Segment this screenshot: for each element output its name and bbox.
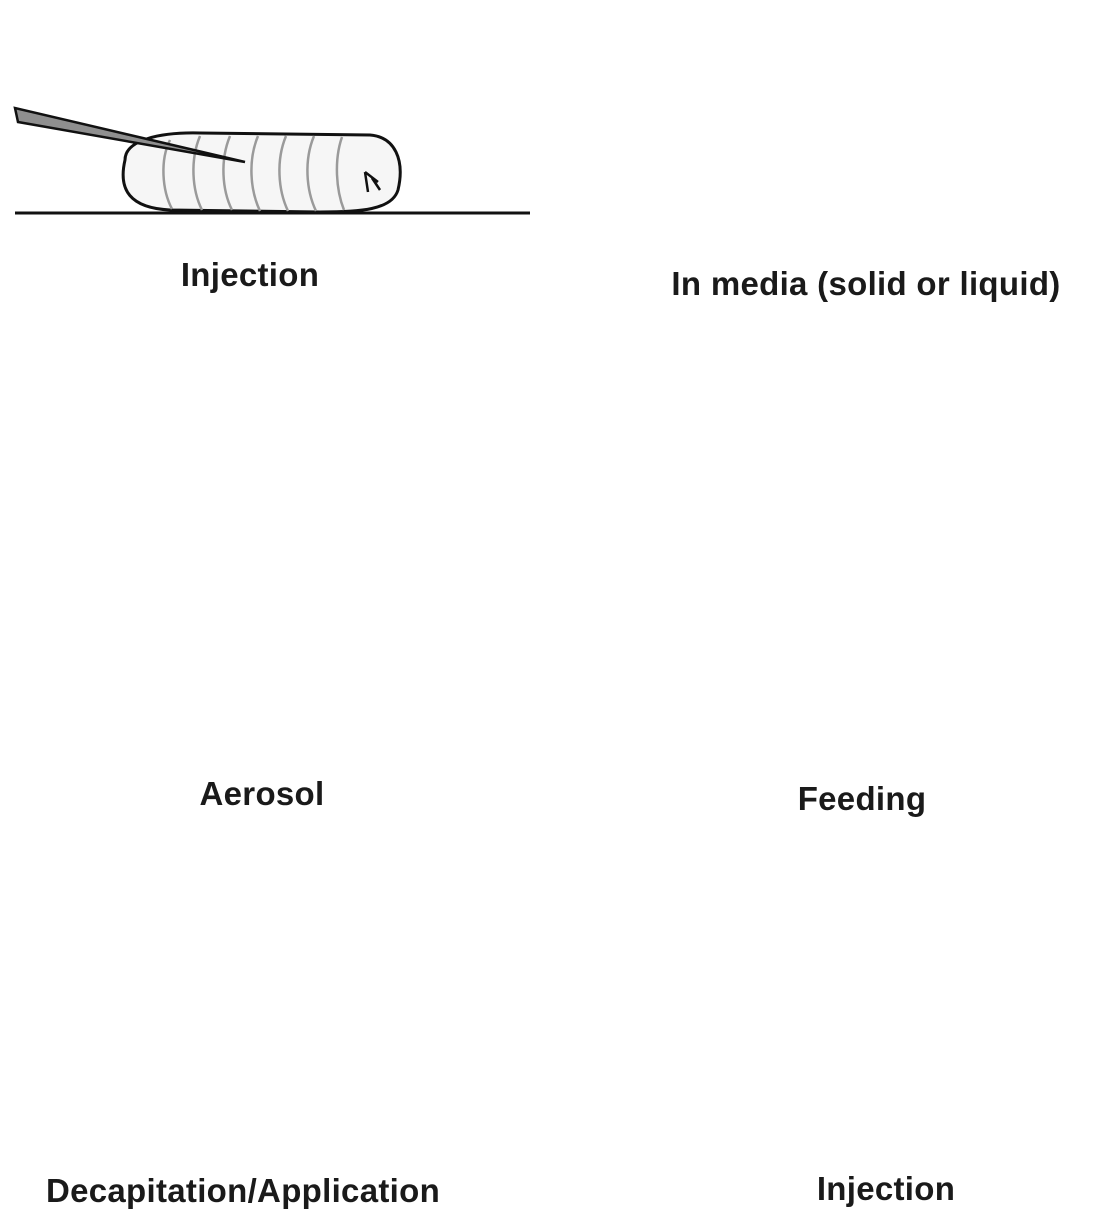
label-larva-injection: Injection — [181, 256, 319, 294]
label-aerosol: Aerosol — [200, 775, 325, 813]
label-larva-media: In media (solid or liquid) — [671, 265, 1060, 303]
label-fly-injection: Injection — [817, 1170, 955, 1208]
label-decapitation: Decapitation/Application — [46, 1172, 440, 1210]
larva-injection-panel — [15, 108, 530, 213]
label-feeding: Feeding — [798, 780, 927, 818]
